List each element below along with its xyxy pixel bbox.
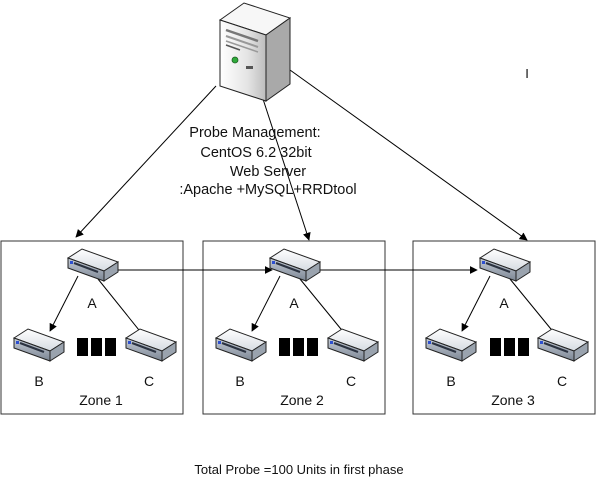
zone-2-probe-b-label: B [235, 373, 244, 389]
zone-3-probe-b-icon [424, 327, 478, 363]
zone-1-box [0, 240, 184, 415]
zone-3-probe-a-icon [478, 247, 532, 283]
zone-3-probe-c-label: C [557, 373, 567, 389]
zone-2-box [202, 240, 386, 415]
server-to-zone-2-link [262, 98, 311, 241]
server-to-zone-1-link [75, 85, 217, 238]
server-desc-line-1: Probe Management: [189, 125, 320, 141]
zone-2-title: Zone 2 [280, 392, 324, 408]
zone-2-probe-a-label: A [289, 295, 299, 311]
zone-1-probe-b-icon [12, 327, 66, 363]
zone-2-more-probes-icon [279, 338, 318, 356]
zone-1-probe-a-label: A [87, 295, 97, 311]
zone-2-probe-a-icon [268, 247, 322, 283]
zone-1-probe-a-icon [66, 247, 120, 283]
zone-1-probe-c-label: C [144, 373, 154, 389]
zone-1-title: Zone 1 [79, 392, 123, 408]
server-desc-line-3: Web Server [230, 164, 306, 180]
zone-2-probe-b-icon [214, 327, 268, 363]
footer-caption: Total Probe =100 Units in first phase [194, 462, 403, 477]
zone-3-probe-c-icon [536, 327, 590, 363]
zone-3-title: Zone 3 [491, 392, 535, 408]
zone-1-probe-b-label: B [34, 373, 43, 389]
server-to-zone-3-link [289, 69, 528, 241]
zone-2-probe-c-icon [326, 327, 380, 363]
stray-mark: I [525, 66, 529, 81]
server-desc-line-2: CentOS 6.2 32bit [200, 145, 311, 161]
zone-3-more-probes-icon [490, 338, 529, 356]
zone-3-box [412, 240, 596, 415]
zone-1-probe-c-icon [124, 327, 178, 363]
server-tower-icon [218, 2, 292, 102]
zone-3-probe-b-label: B [446, 373, 455, 389]
zone-3-probe-a-label: A [499, 295, 509, 311]
zone-2-probe-c-label: C [346, 373, 356, 389]
zone-1-more-probes-icon [77, 338, 116, 356]
server-desc-line-4: :Apache +MySQL+RRDtool [179, 182, 356, 198]
